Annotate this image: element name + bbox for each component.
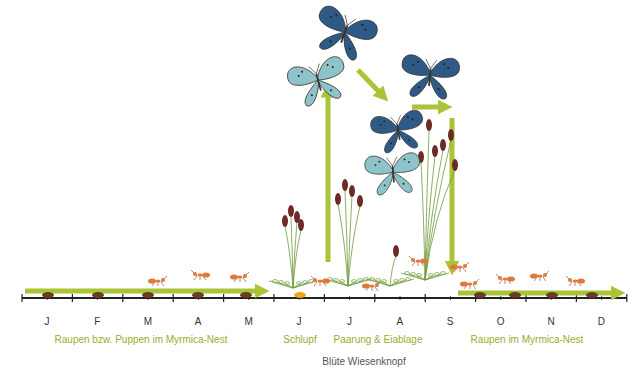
butterfly [285,55,351,110]
month-letter: O [497,316,505,328]
burnet-plant [324,179,372,286]
cycle-arrow [358,70,383,96]
cycle-arrow [412,105,445,110]
larvae [42,292,598,298]
myrmica-ant [230,272,249,282]
phase-label: Paarung & Eiablage [334,334,423,346]
phase-label: Raupen im Myrmica-Nest [471,334,584,346]
month-letter: M [144,316,152,328]
myrmica-ant [191,270,210,280]
month-letter: J [45,316,50,328]
phase-label: Blüte Wiesenknopf [322,356,405,368]
burnet-plant [269,205,317,288]
cycle-arrow [25,289,262,294]
month-letter: J [347,316,352,328]
myrmica-ant [311,276,330,286]
timeline-axis [22,294,629,302]
butterfly [309,4,380,65]
cycle-arrows [25,70,618,293]
myrmica-ant [148,276,167,286]
month-letter: D [598,316,605,328]
month-letter: N [547,316,554,328]
month-letter: A [396,316,403,328]
myrmica-ant [450,262,469,272]
phase-label: Raupen bzw. Puppen im Myrmica-Nest [55,334,228,346]
butterfly [399,54,460,100]
phase-label: Schlupf [283,334,316,346]
myrmica-ant [460,279,479,289]
month-letter: S [447,316,454,328]
myrmica-ant [409,256,428,266]
pupa-hatching [294,292,306,298]
myrmica-ant [362,281,381,291]
month-letter: J [297,316,302,328]
myrmica-ant [566,276,585,286]
burnet-plant [366,245,414,286]
month-letter: M [244,316,252,328]
month-letter: A [195,316,202,328]
month-letter: F [94,316,100,328]
butterfly [369,109,427,155]
cycle-arrow [326,90,331,262]
butterfly [364,152,422,196]
myrmica-ant [496,274,515,284]
myrmica-ant [530,271,549,281]
